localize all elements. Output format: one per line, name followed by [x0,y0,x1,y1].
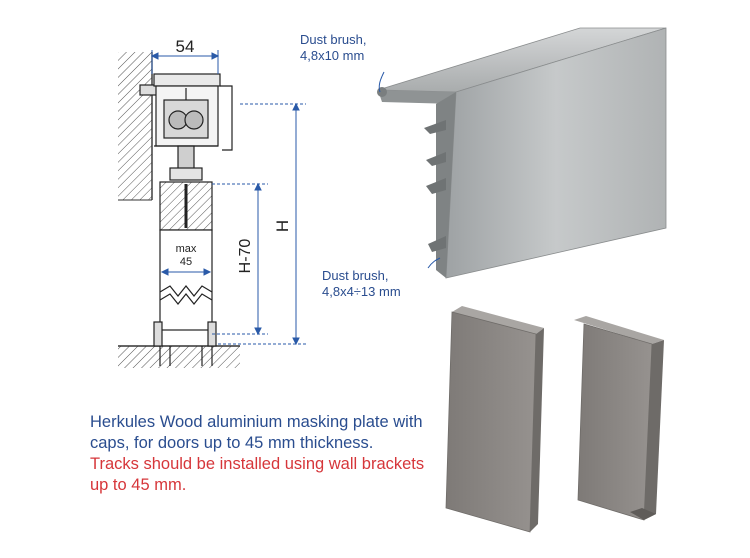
height-dimension-label: H [273,220,292,232]
max-label: max [176,243,197,255]
inner-height-dimension-label: H-70 [237,239,254,274]
installation-note: Tracks should be installed using wall br… [90,455,425,494]
dust-brush-bottom-title: Dust brush, [322,268,388,283]
end-cap-left [445,306,544,533]
product-description: Herkules Wood aluminium masking plate wi… [90,413,423,452]
dust-brush-bottom-size: 4,8x4÷13 mm [322,284,401,299]
end-cap-right [574,316,664,521]
dimension-lines [150,50,306,346]
width-dimension-label: 54 [176,37,195,56]
technical-drawing: 54 H H-70 max 45 [118,37,306,368]
product-caption: Herkules Wood aluminium masking plate wi… [90,412,430,496]
wall-section [118,52,153,201]
max-value-label: 45 [180,256,192,268]
floor-section [118,345,240,368]
masking-plate-profile [377,27,667,279]
dust-brush-bottom-leader [427,257,441,269]
track-bracket [139,73,233,181]
dust-brush-top-leader [378,71,385,93]
dust-brush-top-title: Dust brush, [300,32,366,47]
dust-brush-top-size: 4,8x10 mm [300,48,364,63]
